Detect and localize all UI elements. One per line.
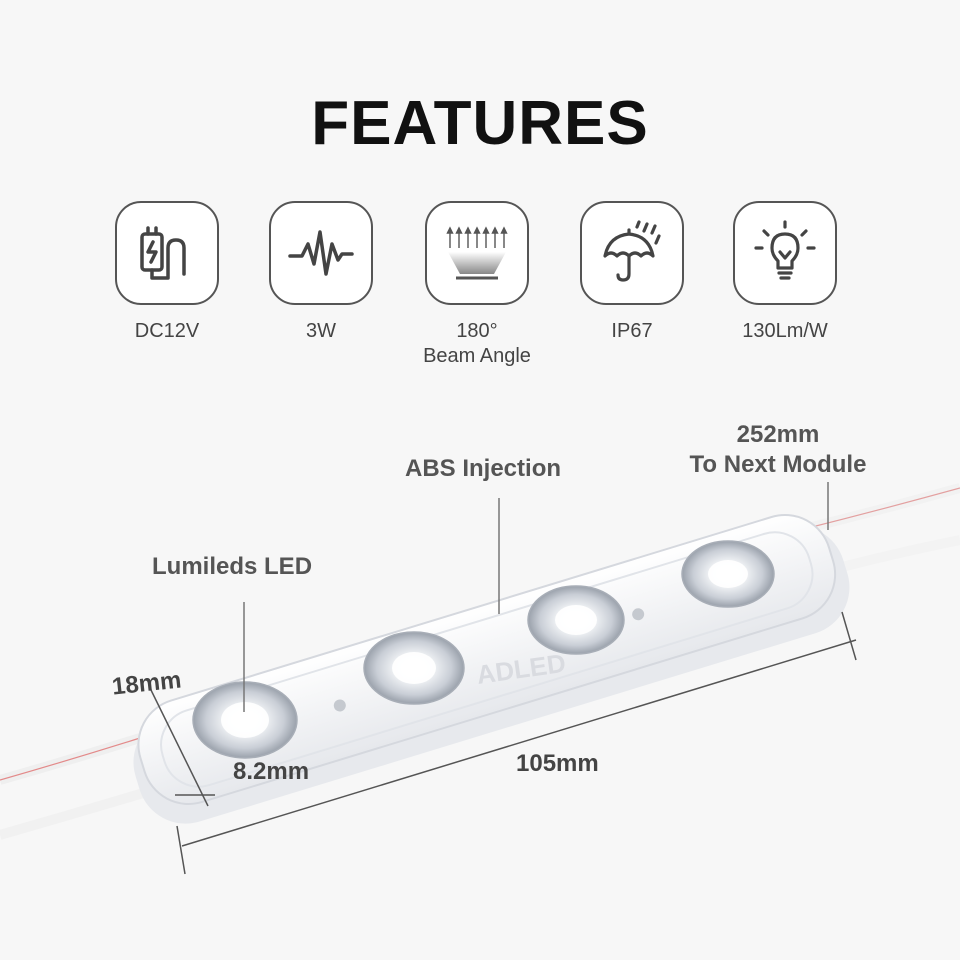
callout-led: Lumileds LED xyxy=(152,553,313,580)
feature-box xyxy=(733,201,837,305)
callout-length: 105mm xyxy=(516,750,599,777)
feature-label: 130Lm/W xyxy=(742,320,828,342)
dim-width xyxy=(149,687,209,807)
feature-box xyxy=(115,201,219,305)
lightbulb-icon xyxy=(754,220,816,280)
led-lens xyxy=(527,585,625,655)
feature-efficacy: 130Lm/W xyxy=(705,201,865,344)
led-lens xyxy=(192,681,298,759)
feature-power: 3W xyxy=(241,201,401,344)
waveform-icon xyxy=(288,230,354,276)
feature-box xyxy=(425,201,529,305)
led-lens xyxy=(363,631,465,705)
feature-label-value: 180° xyxy=(456,320,498,342)
feature-box xyxy=(580,201,684,305)
page-title: FEATURES xyxy=(311,89,649,158)
callout-wire: 252mm To Next Module xyxy=(678,420,878,480)
callout-height: 8.2mm xyxy=(233,758,310,785)
feature-waterproof: IP67 xyxy=(552,201,712,344)
power-plug-icon xyxy=(140,226,186,280)
callout-wire-note: To Next Module xyxy=(689,451,867,478)
feature-label: 180° Beam Angle xyxy=(397,319,557,369)
feature-box xyxy=(269,201,373,305)
module-body xyxy=(133,513,850,824)
wire-left-bottom xyxy=(0,783,162,840)
led-lens xyxy=(681,540,775,608)
dim-length xyxy=(181,639,857,847)
feature-label-sub: Beam Angle xyxy=(423,345,531,367)
callout-wire-length: 252mm xyxy=(736,421,820,448)
umbrella-rain-icon xyxy=(603,220,661,282)
feature-label: 3W xyxy=(306,320,336,342)
feature-label: IP67 xyxy=(611,320,653,342)
callout-material: ABS Injection xyxy=(405,455,562,482)
feature-voltage: DC12V xyxy=(87,201,247,344)
feature-beam-angle: 180° Beam Angle xyxy=(397,201,557,369)
beam-angle-icon xyxy=(446,226,508,280)
feature-label: DC12V xyxy=(134,320,200,342)
wire-right-bottom xyxy=(828,535,960,575)
